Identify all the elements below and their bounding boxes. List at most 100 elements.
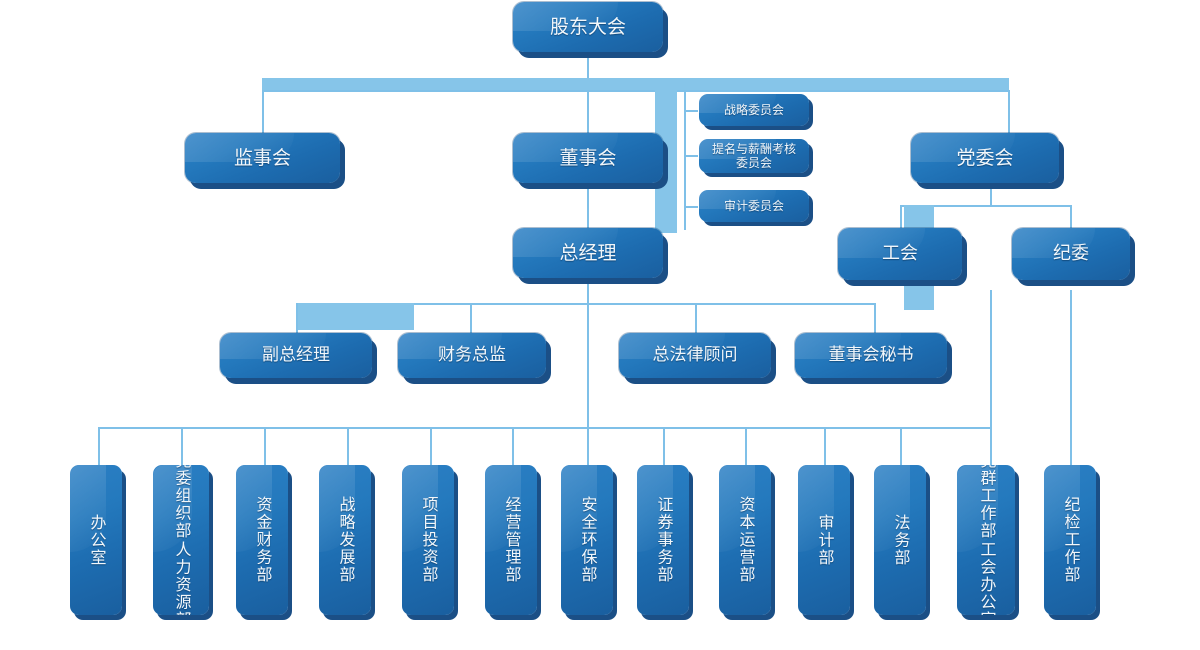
node-cfo[interactable]: 财务总监 <box>398 333 546 378</box>
node-board-secretary[interactable]: 董事会秘书 <box>795 333 947 378</box>
node-label-col: 纪检工作部 <box>1061 496 1081 584</box>
node-label: 监事会 <box>233 146 291 169</box>
connector-committee-rail <box>684 90 686 230</box>
node-label: 董事会秘书 <box>828 345 914 366</box>
node-department-strategy[interactable]: 战略发展部 <box>319 465 371 615</box>
node-committee-nomination-remuneration[interactable]: 提名与薪酬考核 委员会 <box>699 139 809 173</box>
connector-discipline-to-dept <box>1070 290 1072 465</box>
node-label: 副总经理 <box>262 345 330 366</box>
node-label-col: 审计部 <box>815 513 835 567</box>
node-label-col: 党委组织部 <box>172 465 192 540</box>
node-label-col: 办公室 <box>87 513 107 567</box>
connector-exec-band <box>296 303 414 330</box>
node-deputy-general-manager[interactable]: 副总经理 <box>220 333 372 378</box>
node-supervisory-board[interactable]: 监事会 <box>185 133 340 183</box>
node-label: 董事会 <box>559 146 617 169</box>
node-shareholders-meeting[interactable]: 股东大会 <box>513 2 663 52</box>
node-label: 总经理 <box>559 241 617 264</box>
node-label: 提名与薪酬考核 委员会 <box>711 141 796 170</box>
connector-dept-bus <box>98 427 990 429</box>
node-label: 办公室 <box>87 514 106 567</box>
connector-drop-dept-12 <box>990 427 992 467</box>
node-label: 工会办公室党群工作部 <box>977 465 996 615</box>
node-department-operations-management[interactable]: 经营管理部 <box>485 465 537 615</box>
node-label-col: 经营管理部 <box>502 496 522 584</box>
node-label-col: 安全环保部 <box>578 496 598 584</box>
connector-drop-supervisory <box>262 90 264 133</box>
node-label: 战略发展部 <box>336 496 355 584</box>
node-label: 总法律顾问 <box>652 345 738 366</box>
node-label: 纪委 <box>1053 243 1089 265</box>
node-department-project-investment[interactable]: 项目投资部 <box>402 465 454 615</box>
node-label-col: 法务部 <box>891 513 911 567</box>
node-label-col: 资金财务部 <box>253 496 273 584</box>
node-board-of-directors[interactable]: 董事会 <box>513 133 663 183</box>
connector-top-bus <box>262 90 1009 92</box>
node-label: 证券事务部 <box>654 496 673 584</box>
connector-gm-stem <box>587 278 589 304</box>
node-department-union-office-party-work[interactable]: 工会办公室党群工作部 <box>957 465 1015 615</box>
connector-committee-stub-3 <box>684 206 698 208</box>
node-committee-strategy[interactable]: 战略委员会 <box>699 94 809 126</box>
connector-union-to-depts <box>990 290 992 427</box>
connector-drop-dept-2 <box>181 427 183 467</box>
connector-drop-union <box>900 205 902 229</box>
node-label-col: 人力资源部 <box>172 540 192 616</box>
connector-shareholders-stem <box>587 52 589 80</box>
node-label-col: 工会办公室 <box>977 540 997 616</box>
node-department-party-organization-hr[interactable]: 人力资源部党委组织部 <box>153 465 209 615</box>
node-committee-audit[interactable]: 审计委员会 <box>699 190 809 222</box>
node-department-safety-environment[interactable]: 安全环保部 <box>561 465 613 615</box>
node-label: 财务总监 <box>438 345 506 366</box>
connector-drop-dept-7 <box>587 427 589 467</box>
node-department-legal-affairs[interactable]: 法务部 <box>874 465 926 615</box>
node-label-col: 项目投资部 <box>419 496 439 584</box>
connector-committee-stub-1 <box>684 110 698 112</box>
connector-drop-dept-9 <box>745 427 747 467</box>
node-label: 法务部 <box>891 514 910 567</box>
node-label: 工会 <box>882 243 918 265</box>
node-department-audit[interactable]: 审计部 <box>798 465 850 615</box>
node-label-col: 证券事务部 <box>654 496 674 584</box>
connector-drop-dept-1 <box>98 427 100 467</box>
node-general-counsel[interactable]: 总法律顾问 <box>619 333 771 378</box>
connector-committee-band <box>655 78 677 233</box>
connector-drop-exec-1 <box>296 303 298 333</box>
connector-exec-bus <box>296 303 876 305</box>
connector-drop-exec-4 <box>874 303 876 333</box>
node-label: 审计部 <box>815 514 834 567</box>
connector-committee-stub-2 <box>684 155 698 157</box>
node-label: 项目投资部 <box>419 496 438 584</box>
node-label-col: 战略发展部 <box>336 496 356 584</box>
connector-drop-dept-10 <box>824 427 826 467</box>
connector-drop-exec-2 <box>470 303 472 333</box>
connector-top-band <box>262 78 1009 90</box>
node-label: 人力资源部党委组织部 <box>172 465 191 615</box>
connector-drop-dept-3 <box>264 427 266 467</box>
connector-drop-discipline <box>1070 205 1072 229</box>
connector-drop-exec-3 <box>695 303 697 333</box>
node-label: 经营管理部 <box>502 496 521 584</box>
node-label-col: 党群工作部 <box>977 465 997 540</box>
node-general-manager[interactable]: 总经理 <box>513 228 663 278</box>
connector-drop-dept-4 <box>347 427 349 467</box>
node-party-committee[interactable]: 党委会 <box>911 133 1059 183</box>
node-label: 资本运营部 <box>736 496 755 584</box>
node-department-finance[interactable]: 资金财务部 <box>236 465 288 615</box>
node-department-securities-affairs[interactable]: 证券事务部 <box>637 465 689 615</box>
node-label: 安全环保部 <box>578 496 597 584</box>
node-label: 战略委员会 <box>723 102 784 117</box>
connector-drop-dept-8 <box>663 427 665 467</box>
node-discipline-committee[interactable]: 纪委 <box>1012 228 1130 280</box>
node-labor-union[interactable]: 工会 <box>838 228 962 280</box>
connector-party-bus <box>900 205 1070 207</box>
connector-party-stem <box>990 183 992 207</box>
connector-board-to-gm <box>587 183 589 228</box>
node-department-capital-operations[interactable]: 资本运营部 <box>719 465 771 615</box>
connector-drop-party <box>1008 90 1010 133</box>
node-department-office[interactable]: 办公室 <box>70 465 122 615</box>
node-department-discipline-inspection[interactable]: 纪检工作部 <box>1044 465 1096 615</box>
connector-drop-dept-5 <box>430 427 432 467</box>
node-label-col: 资本运营部 <box>736 496 756 584</box>
